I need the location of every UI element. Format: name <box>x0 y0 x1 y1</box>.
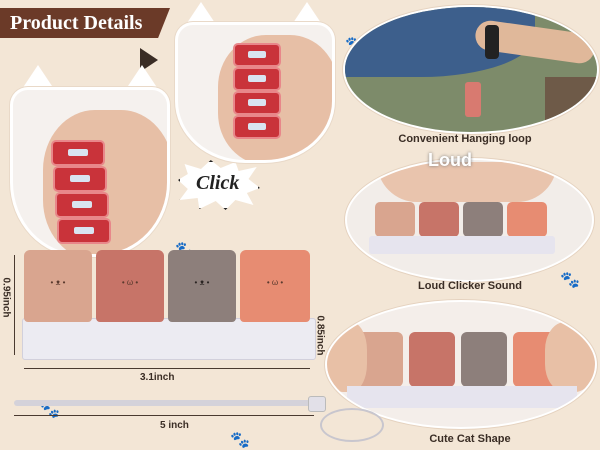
clicker-key <box>233 115 281 139</box>
width-dimension-line <box>24 368 310 369</box>
clicker-key <box>233 91 281 115</box>
height-dimension-line <box>14 255 15 355</box>
cat-face-icon: • ω • <box>121 278 139 287</box>
lanyard <box>14 400 314 406</box>
close-tray <box>347 386 577 408</box>
lanyard-clasp <box>308 396 326 412</box>
keycap-orange-tabby-cat: • ω • <box>240 250 310 322</box>
depth-dimension-label: 0.85inch <box>314 315 326 356</box>
cat-shape-photo <box>325 300 597 429</box>
rock <box>545 77 597 132</box>
clicker-key <box>233 43 281 67</box>
keycap-mini-2 <box>419 202 459 237</box>
paw-icon: 🐾 <box>230 432 250 449</box>
hanging-clicker <box>465 82 481 117</box>
nails <box>377 162 557 202</box>
keycap-close-2 <box>409 332 455 387</box>
lanyard-dimension: 5 inch <box>160 420 189 431</box>
fingertip-left <box>327 322 367 392</box>
clicker-key <box>233 67 281 91</box>
cat-face-icon: • ᴥ • <box>194 278 210 287</box>
photo-frame <box>10 87 170 257</box>
watch <box>485 25 499 59</box>
keycap-mini-1 <box>375 202 415 237</box>
hand-squeeze-photo-1 <box>10 65 170 257</box>
mini-tray <box>369 236 555 254</box>
clicker-key <box>57 218 111 244</box>
product-details-banner: Product Details <box>0 8 170 38</box>
loud-clicker-photo <box>345 158 594 282</box>
clicker-key <box>51 140 105 166</box>
keycap-red-tabby-cat: • ω • <box>96 250 164 322</box>
keycap-mini-3 <box>463 202 503 237</box>
hanging-loop-caption: Convenient Hanging loop <box>398 133 532 145</box>
click-label: Click <box>196 172 240 194</box>
cat-face-icon: • ω • <box>266 278 284 287</box>
cat-face-icon: • ᴥ • <box>50 278 66 287</box>
paw-icon: 🐾 <box>560 272 580 289</box>
height-dimension: 0.95inch <box>0 277 12 318</box>
fingertip-right <box>545 322 595 392</box>
loud-label: Loud <box>428 150 472 170</box>
clicker-key <box>53 166 107 192</box>
paw-icon: 🐾 <box>40 402 60 419</box>
loud-clicker-caption: Loud Clicker Sound <box>418 280 522 292</box>
keycap-tray <box>22 318 316 360</box>
width-dimension: 3.1inch <box>140 372 175 383</box>
photo-frame <box>175 22 335 163</box>
keycap-mini-4 <box>507 202 547 237</box>
cat-shape-caption: Cute Cat Shape <box>429 433 511 445</box>
hanging-loop-photo <box>343 5 599 134</box>
keycap-pink-cat: • ᴥ • <box>24 250 92 322</box>
lanyard-dimension-line <box>14 415 314 416</box>
lanyard-loop <box>320 408 384 442</box>
clicker-key <box>55 192 109 218</box>
keycap-close-3 <box>461 332 507 387</box>
keycap-gray-cat: • ᴥ • <box>168 250 236 322</box>
hand-squeeze-photo-2 <box>175 2 335 163</box>
